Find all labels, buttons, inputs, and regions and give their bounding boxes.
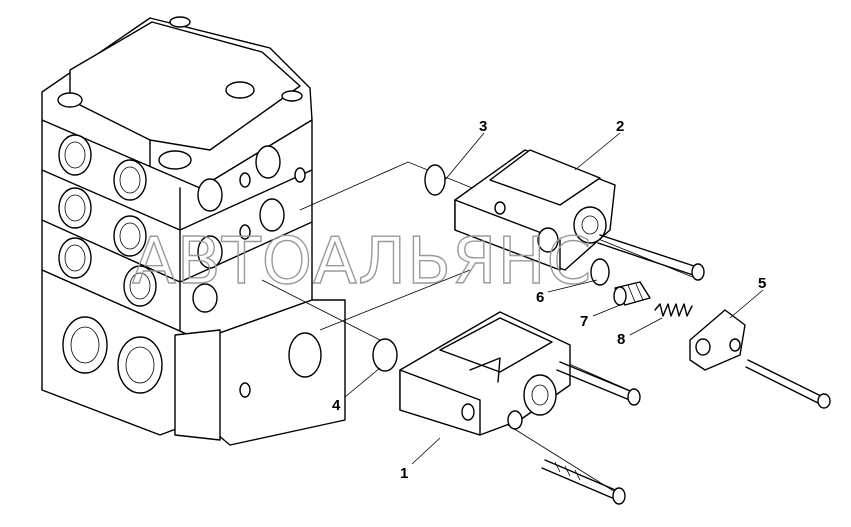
- part-1-lower-cover: [399, 311, 571, 436]
- callout-leaders: [344, 132, 764, 465]
- callout-4: 4: [332, 397, 341, 414]
- part-6-o-ring: [590, 258, 610, 286]
- callout-7: 7: [580, 313, 588, 330]
- callout-2: 2: [616, 118, 624, 135]
- part-2-bolt: [597, 234, 705, 281]
- callout-5: 5: [758, 275, 766, 292]
- part-5-plate: [689, 309, 831, 409]
- section-ports: [58, 134, 306, 313]
- callout-6: 6: [536, 289, 544, 306]
- watermark-text: АВТОАЛЬЯНС: [132, 225, 592, 299]
- part-2-upper-cover: [454, 149, 616, 271]
- callout-1: 1: [400, 465, 408, 482]
- part-4-o-ring: [372, 338, 398, 372]
- callout-3: 3: [479, 118, 487, 135]
- part-1-bolts: [541, 361, 641, 505]
- part-7-check-valve: [613, 281, 651, 306]
- callout-8: 8: [617, 331, 625, 348]
- valve-block-assembly: [41, 16, 346, 446]
- part-3-o-ring: [424, 164, 446, 196]
- part-8-spring: [654, 303, 693, 317]
